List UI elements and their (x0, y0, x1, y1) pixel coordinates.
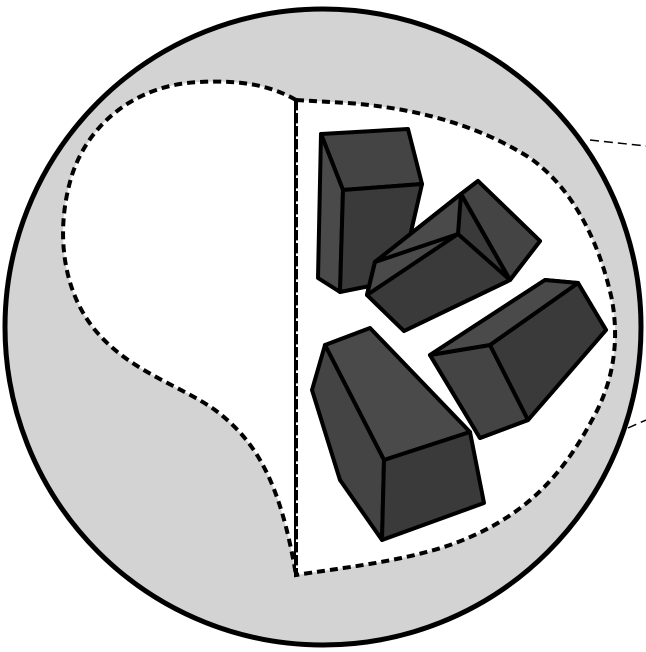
leader-line-upper (590, 140, 646, 146)
leader-line-lower (628, 420, 646, 428)
